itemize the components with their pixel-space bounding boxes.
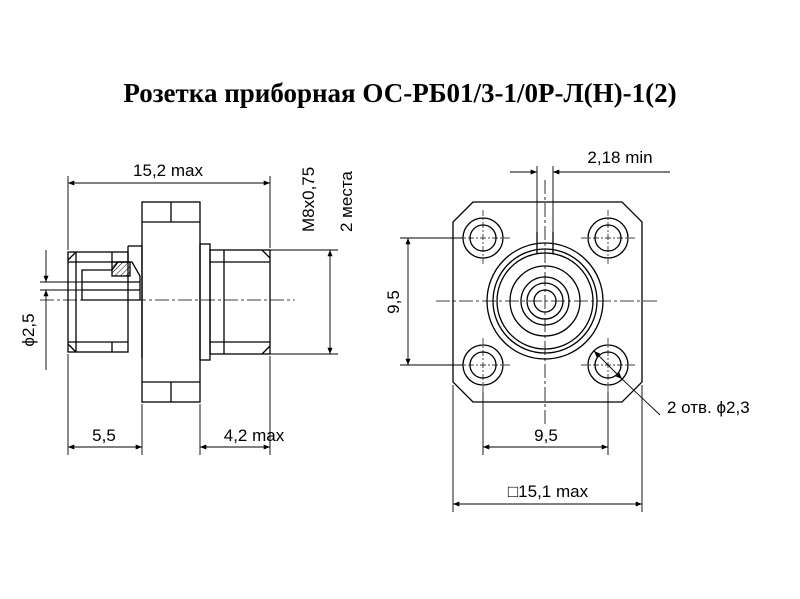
overall-length-label: 15,2 max <box>133 161 203 180</box>
front-view <box>436 180 660 425</box>
vertical-spacing-label: 9,5 <box>384 290 403 314</box>
right-thread-body <box>199 243 271 361</box>
flange <box>141 201 201 403</box>
left-length-label: 5,5 <box>92 426 116 445</box>
drawing-title: Розетка приборная ОС-РБ01/3-1/0Р-Л(Н)-1(… <box>123 78 677 108</box>
mounting-hole-br <box>587 344 629 386</box>
thread-count-label: 2 места <box>337 171 356 232</box>
holes-label: 2 отв. ϕ2,3 <box>667 398 750 417</box>
horizontal-spacing-label: 9,5 <box>534 426 558 445</box>
ferrule-section <box>81 245 142 301</box>
side-dimensions <box>40 176 338 455</box>
front-dimensions <box>400 166 670 512</box>
flange-size-label: □15,1 max <box>508 482 589 501</box>
ferrule-diameter-label: ϕ2,5 <box>19 313 38 346</box>
side-view <box>40 201 295 403</box>
slot-width-label: 2,18 min <box>587 148 652 167</box>
thread-label: М8х0,75 <box>299 167 318 232</box>
right-length-label: 4,2 max <box>224 426 285 445</box>
square-flange <box>452 201 643 403</box>
